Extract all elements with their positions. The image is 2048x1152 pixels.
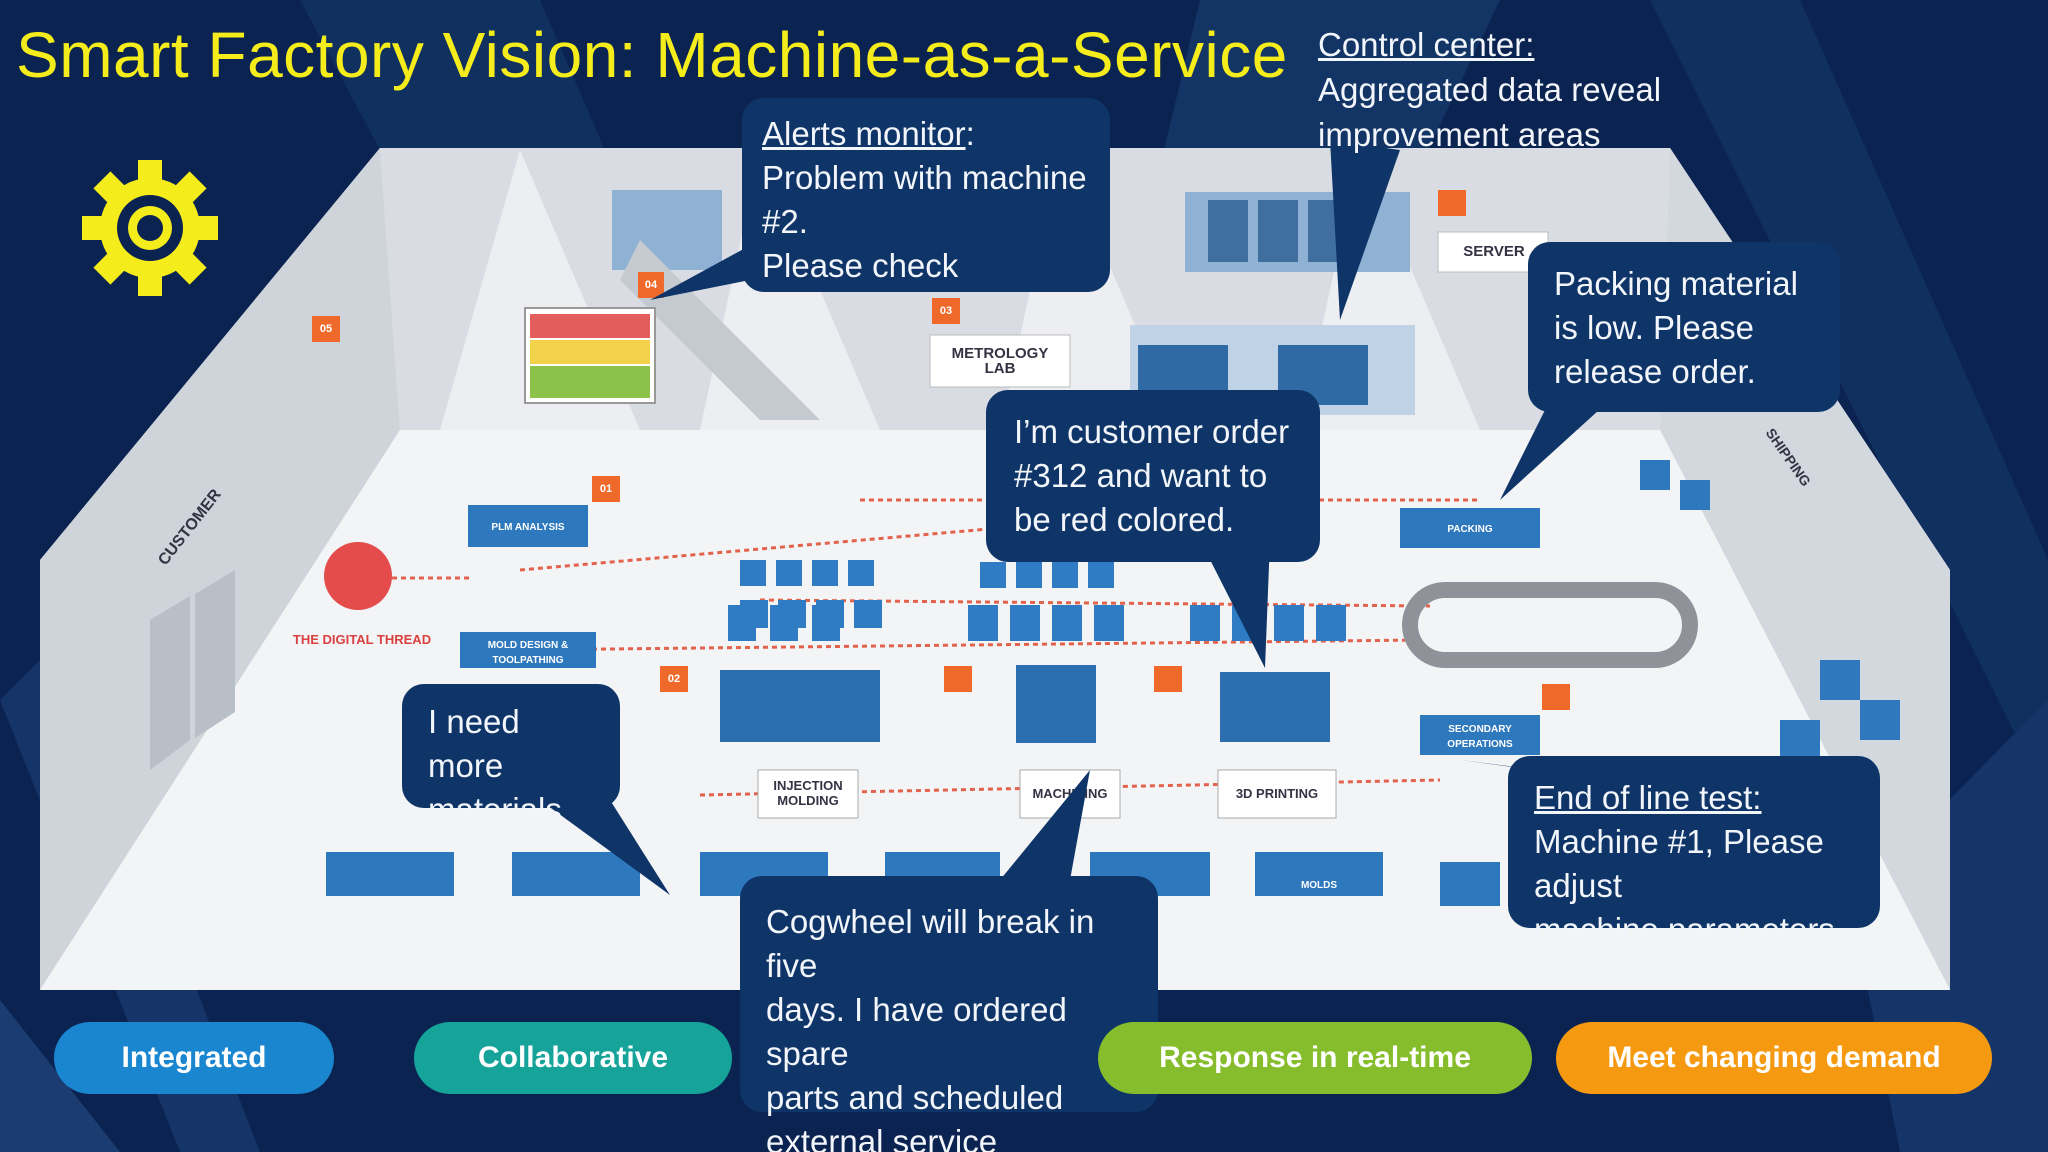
materials-line2: materials [428,791,562,828]
packing-label: PACKING [1447,524,1493,535]
packing-line1: Packing material [1554,265,1798,302]
endline-line2: machine parameters [1534,911,1835,948]
digital-thread-label: THE DIGITAL THREAD [292,632,432,647]
molds-label: MOLDS [1300,880,1338,891]
alerts-heading-colon: : [965,115,975,152]
collaborative-pill: Collaborative [414,1022,732,1094]
cogwheel-line1: Cogwheel will break in five [766,903,1095,984]
control-center-callout: Control center: Aggregated data reveal i… [1318,22,1661,157]
tag-02-label: 02 [667,673,681,685]
realtime-pill: Response in real-time [1098,1022,1532,1094]
endline-line1: Machine #1, Please adjust [1534,823,1824,904]
control-line2: improvement areas [1318,116,1601,153]
cogwheel-line2: days. I have ordered spare [766,991,1067,1072]
cogwheel-line3: parts and scheduled [766,1079,1064,1116]
secondary-operations-label: SECONDARY OPERATIONS [1447,724,1513,750]
materials-line1: I need more [428,703,520,784]
packing-line2: is low. Please [1554,309,1754,346]
alerts-heading: Alerts monitor [762,115,966,152]
control-line1: Aggregated data reveal [1318,71,1662,108]
gear-icon [82,160,218,296]
server-label: SERVER [1463,243,1525,260]
page-title: Smart Factory Vision: Machine-as-a-Servi… [16,19,1288,91]
customer-order-callout: I’m customer order #312 and want to be r… [986,390,1320,562]
tag-05-label: 05 [319,323,333,335]
injection-molding-label: INJECTION MOLDING [773,778,843,808]
endline-heading: End of line test: [1534,779,1762,816]
cogwheel-callout: Cogwheel will break in five days. I have… [740,876,1158,1152]
alerts-monitor-callout: Alerts monitor: Problem with machine #2.… [742,98,1110,292]
end-of-line-test-callout: End of line test: Machine #1, Please adj… [1508,756,1880,948]
tag-01-label: 01 [599,483,613,495]
packing-line3: release order. [1554,353,1756,390]
mold-design-label: MOLD DESIGN & TOOLPATHING [487,640,569,666]
3d-printing-label: 3D PRINTING [1235,786,1319,801]
tag-04-label: 04 [644,279,658,291]
materials-callout: I need more materials [402,684,620,828]
order-line3: be red colored. [1014,501,1235,538]
integrated-pill: Integrated [54,1022,334,1094]
cogwheel-line4: external service provider. [766,1123,998,1152]
demand-pill: Meet changing demand [1556,1022,1992,1094]
metrology-lab-label: METROLOGY LAB [951,345,1049,377]
alerts-line1: Problem with machine #2. [762,159,1087,240]
tag-03-label: 03 [939,305,953,317]
order-line2: #312 and want to [1014,457,1268,494]
alerts-line2: Please check [762,247,959,284]
machining-label: MACHINING [1032,786,1108,801]
order-line1: I’m customer order [1014,413,1290,450]
packing-material-callout: Packing material is low. Please release … [1528,242,1840,412]
plm-analysis-label: PLM ANALYSIS [491,522,565,533]
control-heading: Control center: [1318,26,1535,63]
